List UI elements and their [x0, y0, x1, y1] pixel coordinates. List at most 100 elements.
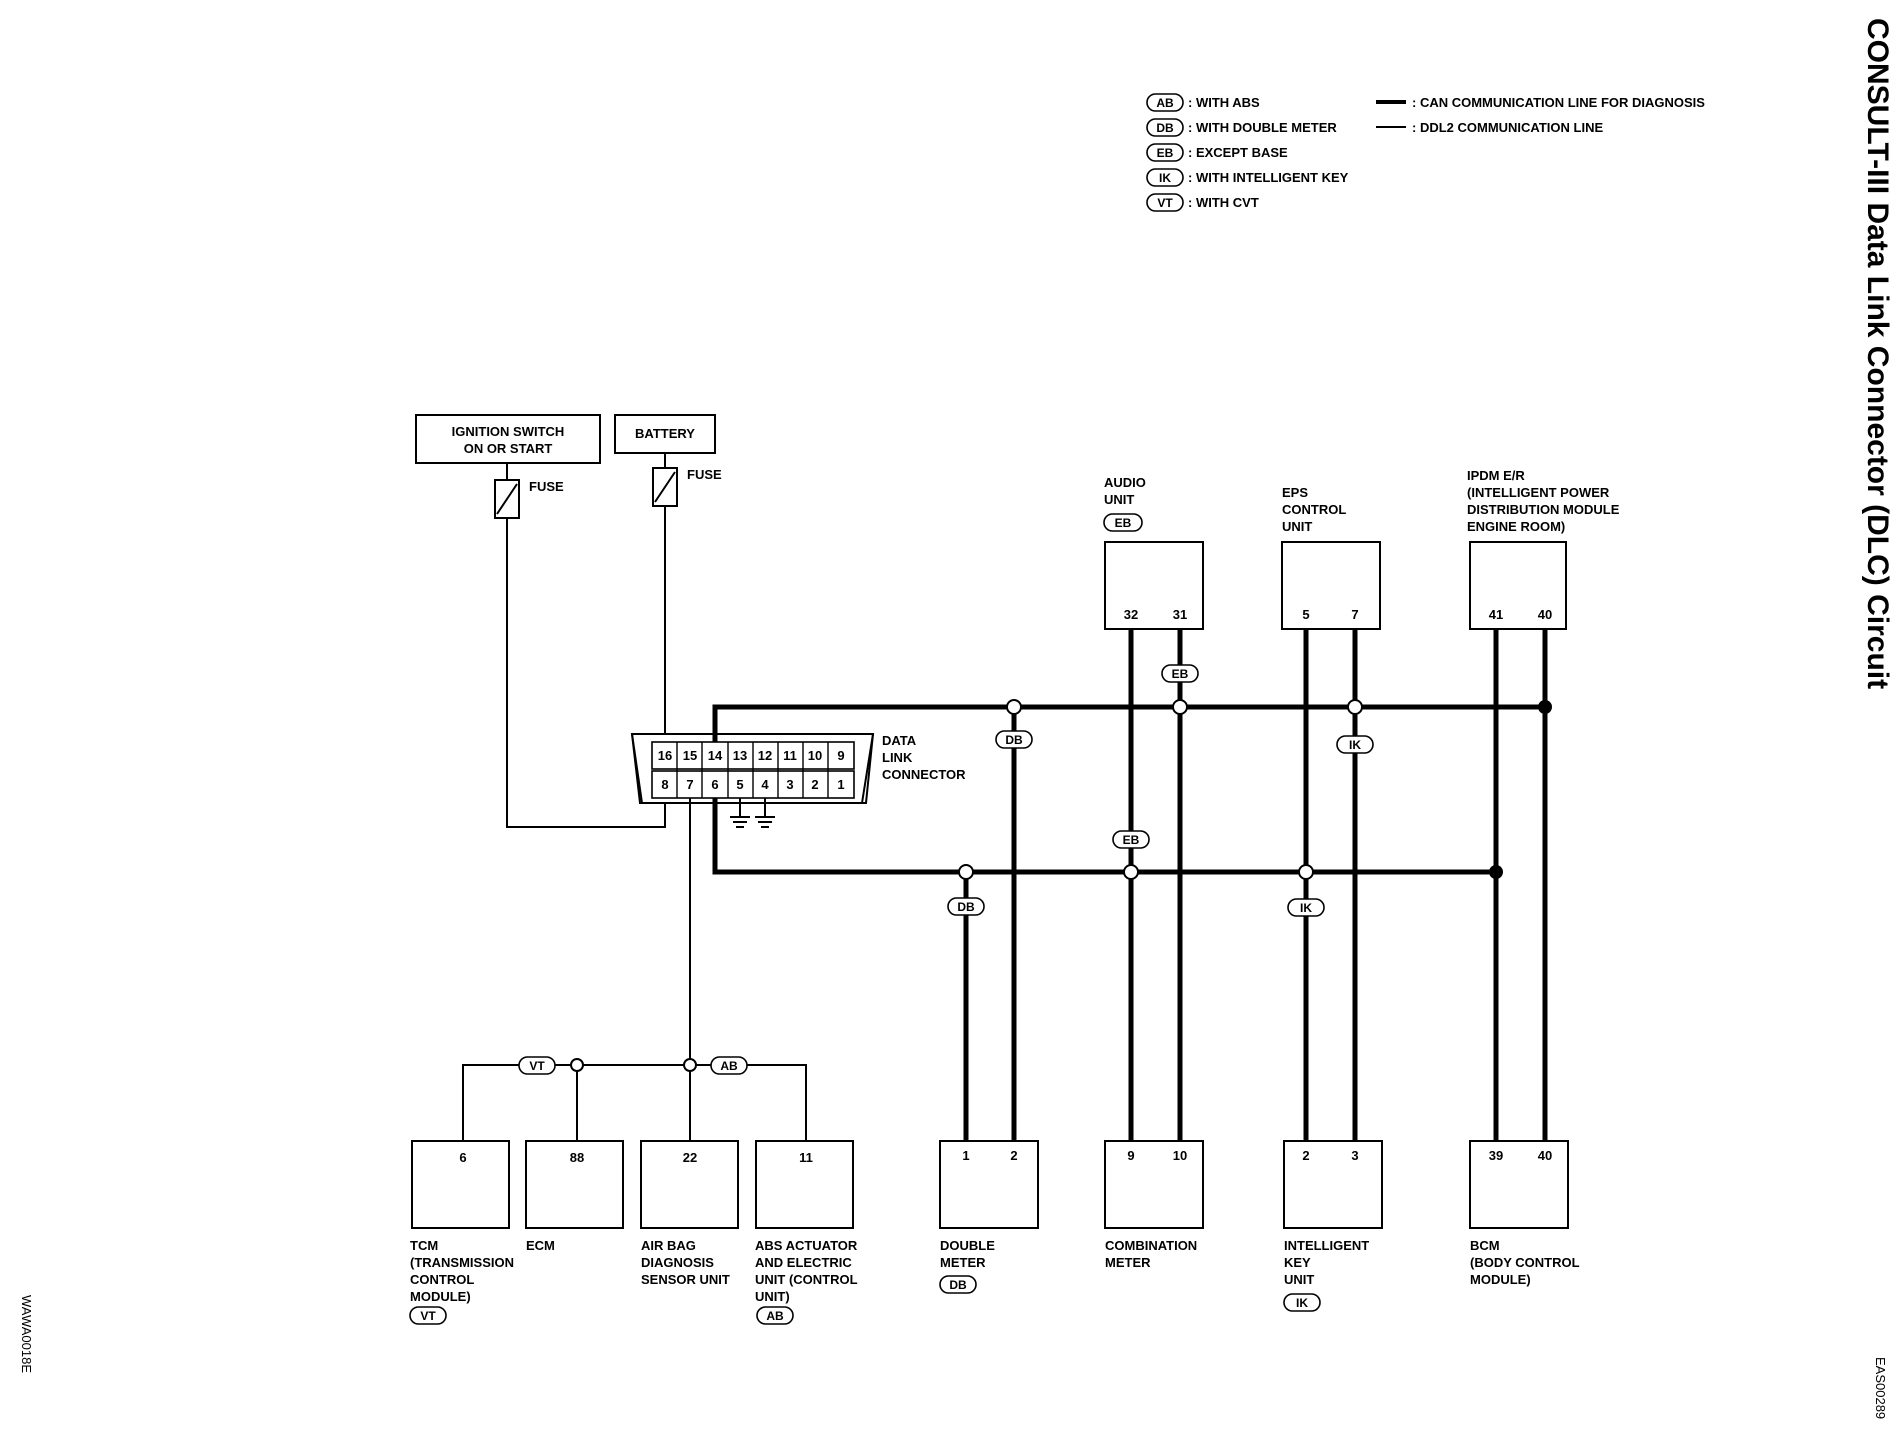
can-junction	[1172, 699, 1188, 715]
audio-unit-tag: EB	[1115, 516, 1132, 530]
tcm-unit: 6 TCM (TRANSMISSION CONTROL MODULE) VT	[409, 1140, 514, 1325]
line-tag-text: EB	[1123, 833, 1140, 847]
ignition-wire	[506, 518, 666, 828]
abs-label-2: AND ELECTRIC	[755, 1255, 852, 1270]
abs-label-4: UNIT)	[755, 1289, 790, 1304]
ecm-label: ECM	[526, 1238, 555, 1253]
can-junction	[1347, 699, 1363, 715]
ipdm-pin-41: 41	[1489, 607, 1503, 622]
legend-row-ab: AB : WITH ABS	[1146, 93, 1260, 112]
battery-label: BATTERY	[635, 426, 695, 441]
legend-tag-ik: IK	[1159, 171, 1171, 185]
double-meter-label-1: DOUBLE	[940, 1238, 995, 1253]
bcm-label-3: MODULE)	[1470, 1272, 1531, 1287]
tcm-tag: VT	[420, 1309, 436, 1323]
combination-meter-unit: 9 10 COMBINATION METER	[1104, 1140, 1204, 1270]
legend-tag-ab: AB	[1156, 96, 1174, 110]
double-meter-unit: 1 2 DOUBLE METER DB	[939, 1140, 1039, 1294]
abs-label-3: UNIT (CONTROL	[755, 1272, 858, 1287]
combination-meter-label-1: COMBINATION	[1105, 1238, 1197, 1253]
figure-code-right: EAS00289	[1873, 1357, 1888, 1419]
double-meter-tag: DB	[949, 1278, 967, 1292]
can-splice	[1538, 700, 1552, 714]
line-tag: EB	[1161, 664, 1199, 683]
eps-label-3: UNIT	[1282, 519, 1312, 534]
tcm-label-3: CONTROL	[410, 1272, 474, 1287]
dlc-pin-3: 3	[786, 777, 793, 792]
diagram-title: CONSULT-III Data Link Connector (DLC) Ci…	[1861, 18, 1894, 689]
ipdm-label-3: DISTRIBUTION MODULE	[1467, 502, 1620, 517]
line-tag: VT	[518, 1056, 556, 1075]
line-tag: EB	[1112, 830, 1150, 849]
intelligent-key-pin-2: 2	[1302, 1148, 1309, 1163]
dlc-pin-15: 15	[683, 748, 697, 763]
combination-meter-pin-10: 10	[1173, 1148, 1187, 1163]
can-junction	[1006, 699, 1022, 715]
ignition-fuse-label: FUSE	[529, 479, 564, 494]
tcm-label-2: (TRANSMISSION	[410, 1255, 514, 1270]
ignition-label-1: IGNITION SWITCH	[452, 424, 565, 439]
dlc-label-2: LINK	[882, 750, 913, 765]
legend-row-db: DB : WITH DOUBLE METER	[1146, 118, 1337, 137]
audio-unit-label-2: UNIT	[1104, 492, 1134, 507]
can-junction	[1298, 864, 1314, 880]
double-meter-label-2: METER	[940, 1255, 986, 1270]
legend-text-db: : WITH DOUBLE METER	[1188, 120, 1337, 135]
audio-pin-32: 32	[1124, 607, 1138, 622]
eps-pin-7: 7	[1351, 607, 1358, 622]
tcm-label-4: MODULE)	[410, 1289, 471, 1304]
can-splice	[1489, 865, 1503, 879]
data-link-connector: 16 15 14 13 12 11 10 9 8 7 6 5 4 3 2 1	[630, 733, 875, 804]
line-tag-text: EB	[1172, 667, 1189, 681]
battery-fuse-icon	[652, 453, 678, 507]
line-tag: DB	[947, 897, 985, 916]
bcm-pin-40: 40	[1538, 1148, 1552, 1163]
abs-unit: 11 ABS ACTUATOR AND ELECTRIC UNIT (CONTR…	[755, 1140, 858, 1325]
intelligent-key-unit: 2 3 INTELLIGENT KEY UNIT IK	[1283, 1140, 1383, 1312]
dlc-pin-8: 8	[661, 777, 668, 792]
legend-row-can-line: : CAN COMMUNICATION LINE FOR DIAGNOSIS	[1376, 95, 1705, 110]
ipdm-pin-40: 40	[1538, 607, 1552, 622]
airbag-label-1: AIR BAG	[641, 1238, 696, 1253]
line-tag-text: IK	[1300, 901, 1312, 915]
ipdm-er: IPDM E/R (INTELLIGENT POWER DISTRIBUTION…	[1467, 468, 1620, 630]
dlc-pin-9: 9	[837, 748, 844, 763]
ignition-label-2: ON OR START	[464, 441, 553, 456]
legend-tag-eb: EB	[1157, 146, 1174, 160]
legend-tag-vt: VT	[1157, 196, 1173, 210]
audio-unit-label-1: AUDIO	[1104, 475, 1146, 490]
tcm-pin-6: 6	[459, 1150, 466, 1165]
bcm-unit: 39 40 BCM (BODY CONTROL MODULE)	[1469, 1140, 1580, 1287]
bcm-pin-39: 39	[1489, 1148, 1503, 1163]
line-tag: AB	[710, 1056, 748, 1075]
dlc-pin-5: 5	[736, 777, 743, 792]
eps-label-2: CONTROL	[1282, 502, 1346, 517]
ipdm-label-2: (INTELLIGENT POWER	[1467, 485, 1610, 500]
battery-fuse-label: FUSE	[687, 467, 722, 482]
legend-row-ddl-line: : DDL2 COMMUNICATION LINE	[1376, 120, 1603, 135]
legend-text-eb: : EXCEPT BASE	[1188, 145, 1288, 160]
legend-text-ik: : WITH INTELLIGENT KEY	[1188, 170, 1349, 185]
airbag-label-3: SENSOR UNIT	[641, 1272, 730, 1287]
ddl2-bus	[462, 1064, 807, 1143]
dlc-pin-2: 2	[811, 777, 818, 792]
ecm-unit: 88 ECM	[525, 1140, 624, 1253]
legend-text-can: : CAN COMMUNICATION LINE FOR DIAGNOSIS	[1412, 95, 1705, 110]
can-l-bus	[712, 798, 1496, 875]
legend-text-vt: : WITH CVT	[1188, 195, 1259, 210]
bcm-label-1: BCM	[1470, 1238, 1500, 1253]
can-h-bus	[712, 704, 1545, 742]
ipdm-label-1: IPDM E/R	[1467, 468, 1525, 483]
legend-row-eb: EB : EXCEPT BASE	[1146, 143, 1288, 162]
ddl2-junction	[683, 1058, 697, 1072]
ecm-pin-88: 88	[570, 1150, 584, 1165]
dlc-pin-12: 12	[758, 748, 772, 763]
ground-icon	[730, 798, 750, 828]
double-meter-pin-2: 2	[1010, 1148, 1017, 1163]
legend-tag-db: DB	[1156, 121, 1174, 135]
combination-meter-label-2: METER	[1105, 1255, 1151, 1270]
dlc-pin-13: 13	[733, 748, 747, 763]
abs-pin-11: 11	[799, 1150, 813, 1165]
dlc-label-1: DATA	[882, 733, 917, 748]
line-tag: DB	[995, 730, 1033, 749]
